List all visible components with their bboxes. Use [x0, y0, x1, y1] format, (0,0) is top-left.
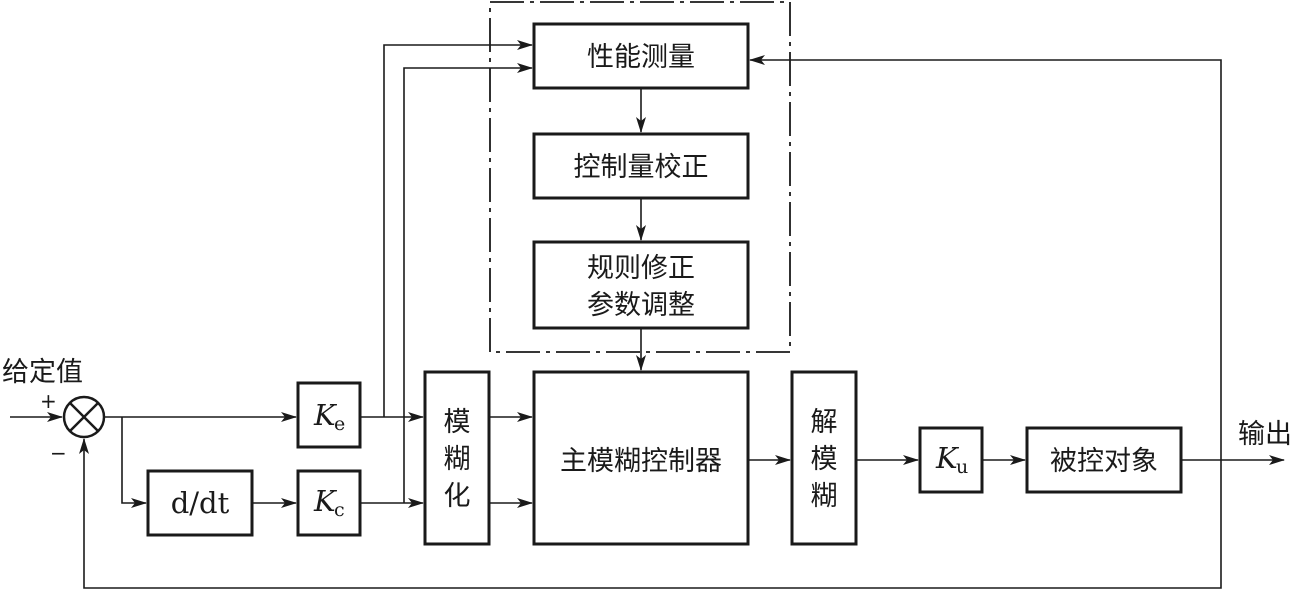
plus-sign: + — [40, 389, 57, 413]
defuzz-char-1: 解 — [811, 407, 838, 438]
signal-wires — [10, 40, 1285, 589]
defuzz-char-2: 模 — [811, 444, 838, 475]
kc-gain-label: K c — [313, 484, 345, 521]
e-to-performance-wire — [383, 40, 533, 417]
ke-gain-label: K e — [313, 398, 345, 435]
output-label: 输出 — [1238, 419, 1292, 450]
fuzzification-block — [423, 370, 491, 546]
output-to-performance-wire — [749, 55, 1222, 460]
defuzz-char-3: 糊 — [811, 481, 838, 512]
summing-junction — [62, 395, 106, 439]
ec-to-performance-wire — [403, 63, 533, 503]
main-controller-label: 主模糊控制器 — [560, 446, 722, 477]
main-fuzzy-controller-block — [532, 370, 750, 546]
adaptive-mechanism-boundary — [489, 1, 791, 353]
ku-gain-label: K u — [935, 441, 968, 478]
svg-text:e: e — [334, 413, 345, 435]
rule-label-line1: 规则修正 — [587, 253, 695, 284]
correction-label: 控制量校正 — [574, 152, 709, 183]
performance-label: 性能测量 — [587, 42, 695, 73]
fuzzify-char-1: 模 — [444, 407, 471, 438]
defuzzification-block — [790, 370, 858, 546]
fuzzify-char-2: 糊 — [444, 444, 471, 475]
setpoint-label: 给定值 — [2, 357, 83, 388]
fuzzify-char-3: 化 — [444, 481, 471, 512]
svg-text:K: K — [313, 398, 338, 432]
svg-text:u: u — [956, 456, 968, 478]
plant-block — [1025, 426, 1183, 494]
plant-label: 被控对象 — [1050, 446, 1158, 477]
error-to-derivative-wire — [121, 417, 147, 508]
svg-text:K: K — [935, 441, 960, 475]
derivative-block — [146, 469, 254, 537]
ke-gain-block — [296, 381, 362, 449]
kc-gain-block — [296, 469, 362, 537]
rule-modification-block — [532, 240, 750, 330]
negative-feedback-wire — [79, 438, 1222, 589]
derivative-label: d/dt — [171, 486, 230, 520]
svg-text:K: K — [313, 484, 338, 518]
ku-gain-block — [918, 426, 984, 494]
svg-text:c: c — [334, 499, 345, 521]
minus-sign: − — [50, 441, 67, 465]
rule-label-line2: 参数调整 — [587, 290, 695, 321]
